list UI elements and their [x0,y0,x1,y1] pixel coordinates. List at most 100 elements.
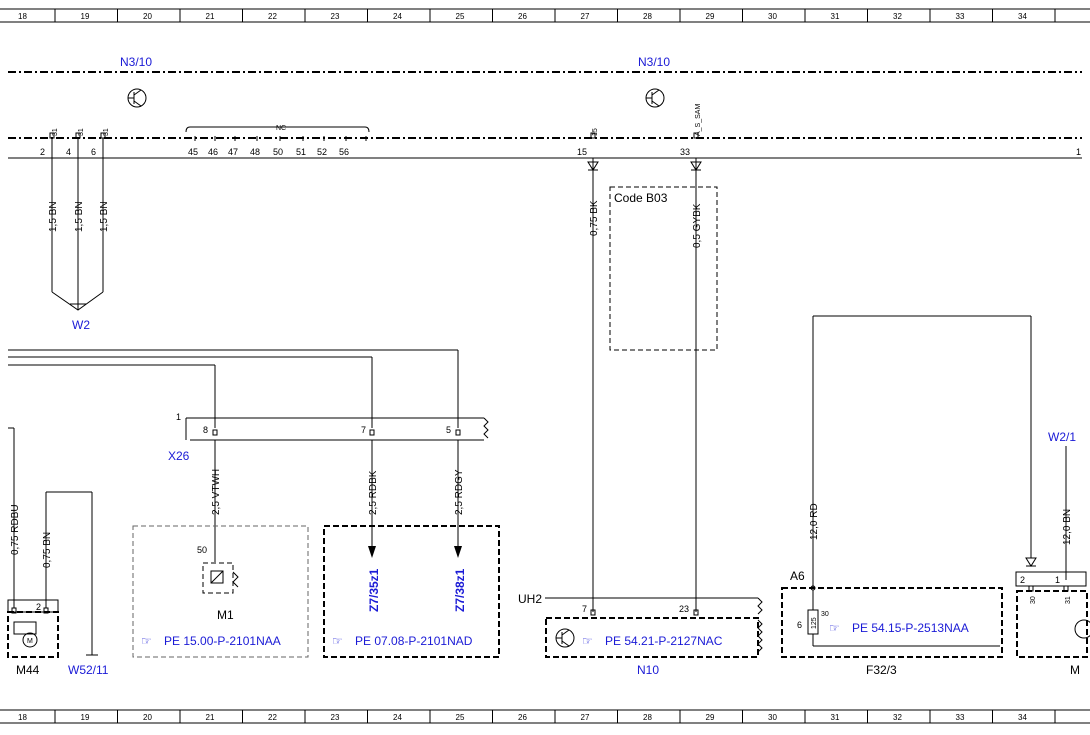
right-edge-components: W2/1 12,0 BN 2 1 30 31 M [1015,430,1090,677]
grid-column-label: 25 [456,713,465,722]
grid-column-label: 24 [393,12,402,21]
x26-label: X26 [168,449,190,463]
grid-column-label: 33 [956,12,965,21]
svg-text:1: 1 [176,412,181,422]
x26-outgoing-wires: 2,5 VTWH 2,5 RDBK 2,5 RDGY [211,440,465,562]
transistor-icon [127,88,147,108]
w5211-label: W52/11 [68,663,109,677]
svg-text:2: 2 [36,602,41,612]
m1-label: M1 [217,608,234,622]
grid-column-label: 23 [331,713,340,722]
svg-text:31: 31 [1065,596,1072,604]
z7-reference-link[interactable]: PE 07.08-P-2101NAD [355,634,473,648]
grid-column-label: 20 [143,12,152,21]
n310-left-label: N3/10 [120,55,152,69]
grid-column-label: 23 [331,12,340,21]
grid-column-label: 26 [518,12,527,21]
z7-component: Z7/35z1 Z7/38z1 ☞ PE 07.08-P-2101NAD [323,525,500,658]
svg-text:12,0 BN: 12,0 BN [1062,509,1073,545]
f323-reference-link[interactable]: PE 54.15-P-2513NAA [852,621,969,635]
n10-label: N10 [637,663,659,677]
m44-component: 0,75 RDBU 0,75 BN 2 M M44 W52/11 [7,427,109,677]
svg-text:1: 1 [1076,147,1081,157]
svg-text:1,5 BN: 1,5 BN [74,201,85,232]
grid-column-label: 33 [956,713,965,722]
w21-label: W2/1 [1048,430,1076,444]
grid-column-label: 30 [768,713,777,722]
svg-text:33: 33 [680,147,690,157]
motor-icon: M [27,638,33,645]
f323-label: F32/3 [866,663,897,677]
svg-text:50: 50 [273,147,283,157]
grid-column-label: 22 [268,713,277,722]
w2-ground-wires: 1,5 BN 1,5 BN 1,5 BN W2 [48,138,110,332]
svg-text:8: 8 [203,425,208,435]
m1-reference-link[interactable]: PE 15.00-P-2101NAA [164,634,281,648]
ground-pins: 31 31 31 2 4 6 [40,128,110,157]
feed-wires [8,349,459,428]
n310-right-label: N3/10 [638,55,670,69]
svg-text:46: 46 [208,147,218,157]
m1-component: 50 M1 ☞ PE 15.00-P-2101NAA [132,525,309,658]
svg-text:7: 7 [361,425,366,435]
svg-text:UH2: UH2 [518,592,542,606]
svg-text:51: 51 [296,147,306,157]
m44-label: M44 [16,663,40,677]
m-partial-label: M [1070,663,1080,677]
svg-text:2: 2 [1020,575,1025,585]
svg-text:45: 45 [188,147,198,157]
svg-text:23: 23 [679,604,689,614]
grid-column-label: 28 [643,713,652,722]
hand-pointer-icon: ☞ [582,634,593,648]
svg-text:48: 48 [250,147,260,157]
svg-text:NC: NC [276,125,286,132]
n310-module: N3/10 N3/10 31 31 31 2 4 6 [8,55,1082,159]
n10-reference-link[interactable]: PE 54.21-P-2127NAC [605,634,723,648]
hand-pointer-icon: ☞ [141,634,152,648]
svg-text:2,5 RDGY: 2,5 RDGY [454,469,465,515]
svg-text:0,5 GYBK: 0,5 GYBK [692,203,703,248]
grid-column-label: 28 [643,12,652,21]
grid-column-label: 21 [206,713,215,722]
grid-column-label: 34 [1018,12,1027,21]
hand-pointer-icon: ☞ [332,634,343,648]
grid-column-label: 18 [18,12,27,21]
svg-text:1,5 BN: 1,5 BN [48,201,59,232]
svg-text:31: 31 [78,128,85,136]
svg-text:31: 31 [103,128,110,136]
grid-column-label: 30 [768,12,777,21]
grid-column-label: 34 [1018,713,1027,722]
z735-label: Z7/35z1 [367,568,381,612]
w2-label: W2 [72,318,90,332]
grid-column-label: 18 [18,713,27,722]
nc-pin-group: NC 45 46 47 48 50 51 52 56 [185,125,370,157]
f323-component: 12,0 RD A6 125 30 6 ☞ PE 54.15-P-2513NAA… [781,315,1037,677]
svg-text:0,75 BK: 0,75 BK [589,200,600,236]
svg-text:15: 15 [577,147,587,157]
grid-column-label: 19 [81,713,90,722]
grid-column-label: 29 [706,713,715,722]
svg-text:0,75 BN: 0,75 BN [42,532,53,568]
svg-text:15: 15 [592,128,599,136]
svg-text:125: 125 [811,617,818,629]
svg-text:30: 30 [821,611,829,618]
svg-text:2: 2 [40,147,45,157]
svg-text:6: 6 [91,147,96,157]
transistor-icon [645,88,665,108]
n10-wires: 0,75 BK 0,5 GYBK [587,158,703,612]
grid-column-label: 31 [831,12,840,21]
svg-text:2,5 RDBK: 2,5 RDBK [368,470,379,515]
svg-text:0,75 RDBU: 0,75 RDBU [10,504,21,555]
grid-column-label: 24 [393,713,402,722]
grid-column-label: 31 [831,713,840,722]
svg-text:30: 30 [1030,596,1037,604]
z738-label: Z7/38z1 [453,568,467,612]
hand-pointer-icon: ☞ [829,621,840,635]
grid-column-label: 29 [706,12,715,21]
grid-column-label: 21 [206,12,215,21]
svg-text:31: 31 [52,128,59,136]
svg-text:1,5 BN: 1,5 BN [99,201,110,232]
